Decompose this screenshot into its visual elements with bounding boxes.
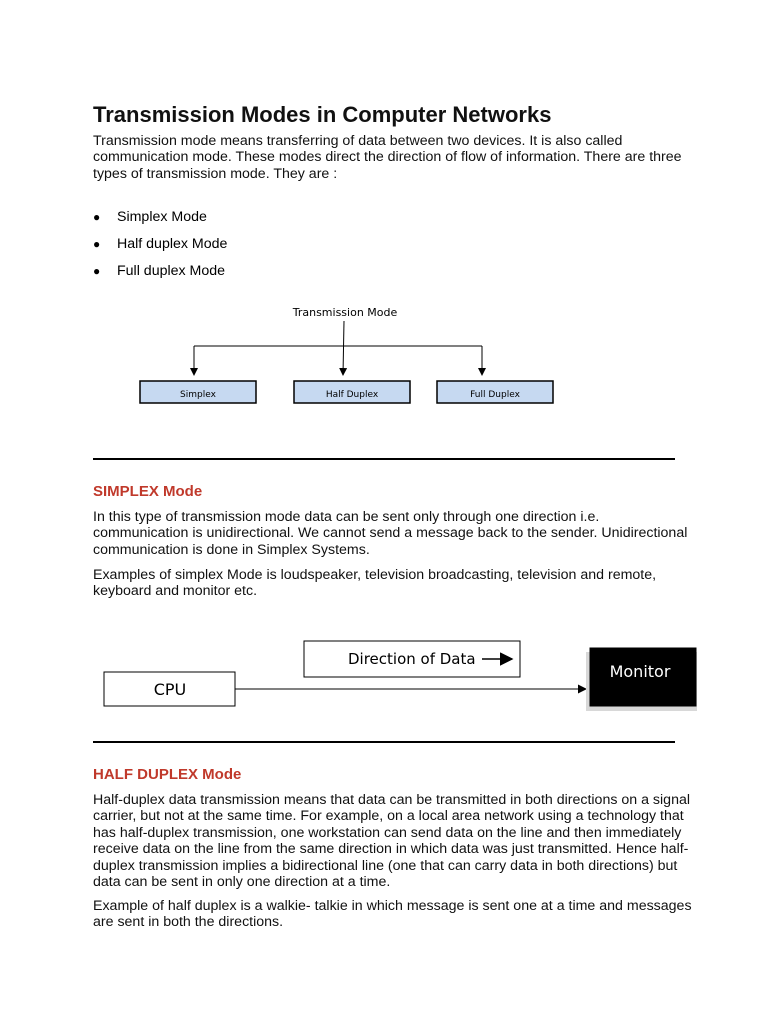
simplex-examples-paragraph: Examples of simplex Mode is loudspeaker,… (93, 567, 657, 600)
bullet-icon: ● (93, 210, 101, 224)
simplex-mode-box (139, 380, 257, 404)
diagram-connector (339, 320, 348, 376)
intro-paragraph: Transmission mode means transferring of … (93, 133, 682, 182)
direction-label: Direction of Data (348, 650, 476, 668)
diagram-root-label: Transmission Mode (292, 306, 398, 319)
cpu-label: CPU (154, 680, 187, 699)
page-title: Transmission Modes in Computer Networks (93, 102, 552, 127)
simplex-heading: SIMPLEX Mode (93, 483, 203, 500)
section-divider (93, 741, 675, 743)
cpu-box (103, 671, 236, 707)
half-duplex-mode-label: Half Duplex (326, 390, 379, 400)
bullet-label: Simplex Mode (117, 209, 207, 225)
half-duplex-mode-box (293, 380, 411, 404)
list-item: ● Simplex Mode (93, 207, 227, 234)
half-duplex-heading: HALF DUPLEX Mode (93, 766, 242, 783)
list-item: ● Full duplex Mode (93, 261, 227, 288)
half-duplex-example-paragraph: Example of half duplex is a walkie- talk… (93, 898, 692, 931)
list-item: ● Half duplex Mode (93, 234, 227, 261)
bullet-icon: ● (93, 237, 101, 251)
monitor-box (589, 647, 697, 707)
mode-bullet-list: ● Simplex Mode ● Half duplex Mode ● Full… (93, 207, 227, 288)
bullet-label: Half duplex Mode (117, 236, 228, 252)
transmission-mode-diagram: Transmission Mode Simplex Half Duplex Fu… (139, 306, 554, 404)
simplex-diagram: Direction of Data CPU Monitor (103, 640, 697, 711)
simplex-mode-label: Simplex (180, 390, 217, 400)
bullet-label: Full duplex Mode (117, 263, 226, 279)
section-divider (93, 458, 675, 460)
monitor-label: Monitor (610, 662, 671, 681)
full-duplex-mode-box (436, 380, 554, 404)
simplex-paragraph: In this type of transmission mode data c… (93, 509, 688, 558)
bullet-icon: ● (93, 264, 101, 278)
full-duplex-mode-label: Full Duplex (470, 390, 520, 400)
half-duplex-paragraph: Half-duplex data transmission means that… (93, 792, 690, 891)
